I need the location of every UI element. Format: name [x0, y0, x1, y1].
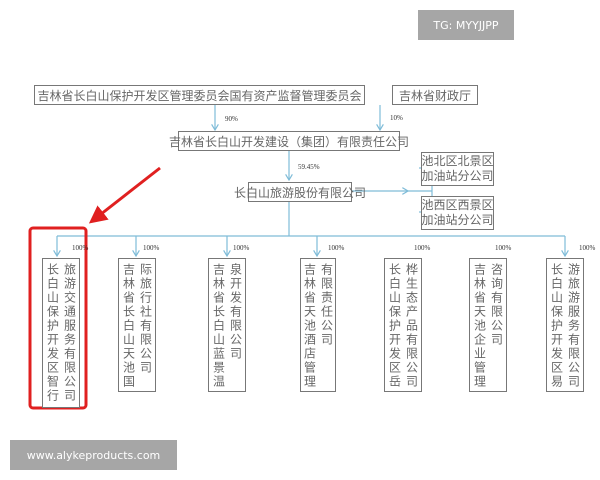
share-label: 10%	[390, 114, 403, 122]
share-label: 100%	[414, 244, 431, 252]
entity-name: 吉林省长白山保护开发区管理委员会国有资产监督管理委员会	[37, 88, 362, 103]
subsidiary-box: 长白山保护开发区智行旅游交通服务有限公司	[42, 258, 80, 408]
share-label: 100%	[72, 244, 89, 252]
name-col: 长白山保护开发区易	[549, 263, 564, 389]
share-label: 100%	[579, 244, 596, 252]
name-col: 长白山保护开发区岳	[387, 263, 402, 389]
entity-name: 吉林省长白山开发建设（集团）有限责任公司	[169, 134, 410, 149]
subsidiary-box: 长白山保护开发区岳桦生态产品有限公司	[384, 258, 422, 392]
watermark-top: TG: MYYJJPP	[418, 10, 514, 40]
share-label: 90%	[225, 115, 238, 123]
watermark-bottom: www.alykeproducts.com	[10, 440, 177, 470]
name-col: 有限责任公司	[319, 263, 334, 347]
share-label: 100%	[328, 244, 345, 252]
subsidiary-box: 长白山保护开发区易游旅游服务有限公司	[546, 258, 584, 392]
entity-name: 长白山旅游股份有限公司	[234, 185, 367, 200]
name-col: 泉开发有限公司	[228, 263, 243, 361]
watermark-text: TG: MYYJJPP	[433, 18, 499, 32]
name-col: 桦生态产品有限公司	[404, 263, 419, 389]
name-col: 游旅游服务有限公司	[566, 263, 581, 389]
branch-box: 池北区北景区加油站分公司	[421, 152, 494, 186]
entity-name: 吉林省财政厅	[398, 88, 471, 103]
subsidiary-box: 吉林省长白山蓝景温泉开发有限公司	[208, 258, 246, 392]
branch-line: 池北区北景区	[421, 154, 494, 168]
branch-line: 加油站分公司	[421, 213, 494, 227]
company-box: 长白山旅游股份有限公司	[234, 182, 366, 202]
share-label: 59.45%	[298, 163, 320, 171]
sasac-box: 吉林省长白山保护开发区管理委员会国有资产监督管理委员会	[34, 85, 365, 105]
subsidiary-box: 吉林省天池企业管理咨询有限公司	[469, 258, 507, 392]
branch-line: 加油站分公司	[421, 169, 494, 183]
name-col: 长白山保护开发区智行	[45, 263, 60, 403]
branch-line: 池西区西景区	[421, 198, 494, 212]
name-col: 吉林省长白山蓝景温	[211, 263, 226, 389]
name-col: 旅游交通服务有限公司	[62, 263, 77, 403]
share-label: 100%	[495, 244, 512, 252]
name-col: 吉林省长白山天池国	[121, 263, 136, 389]
finance-dept-box: 吉林省财政厅	[392, 85, 478, 105]
share-label: 100%	[233, 244, 250, 252]
subsidiary-box: 吉林省长白山天池国际旅行社有限公司	[118, 258, 156, 392]
subsidiary-box: 吉林省天池酒店管理有限责任公司	[300, 258, 336, 392]
name-col: 咨询有限公司	[489, 263, 504, 347]
group-box: 吉林省长白山开发建设（集团）有限责任公司	[169, 131, 409, 151]
name-col: 际旅行社有限公司	[138, 263, 153, 375]
watermark-text: www.alykeproducts.com	[26, 448, 161, 462]
name-col: 吉林省天池酒店管理	[302, 263, 317, 389]
red-arrow	[88, 166, 161, 224]
highlight-frame	[28, 226, 88, 410]
share-label: 100%	[143, 244, 160, 252]
branch-box: 池西区西景区加油站分公司	[421, 196, 494, 230]
name-col: 吉林省天池企业管理	[472, 263, 487, 389]
